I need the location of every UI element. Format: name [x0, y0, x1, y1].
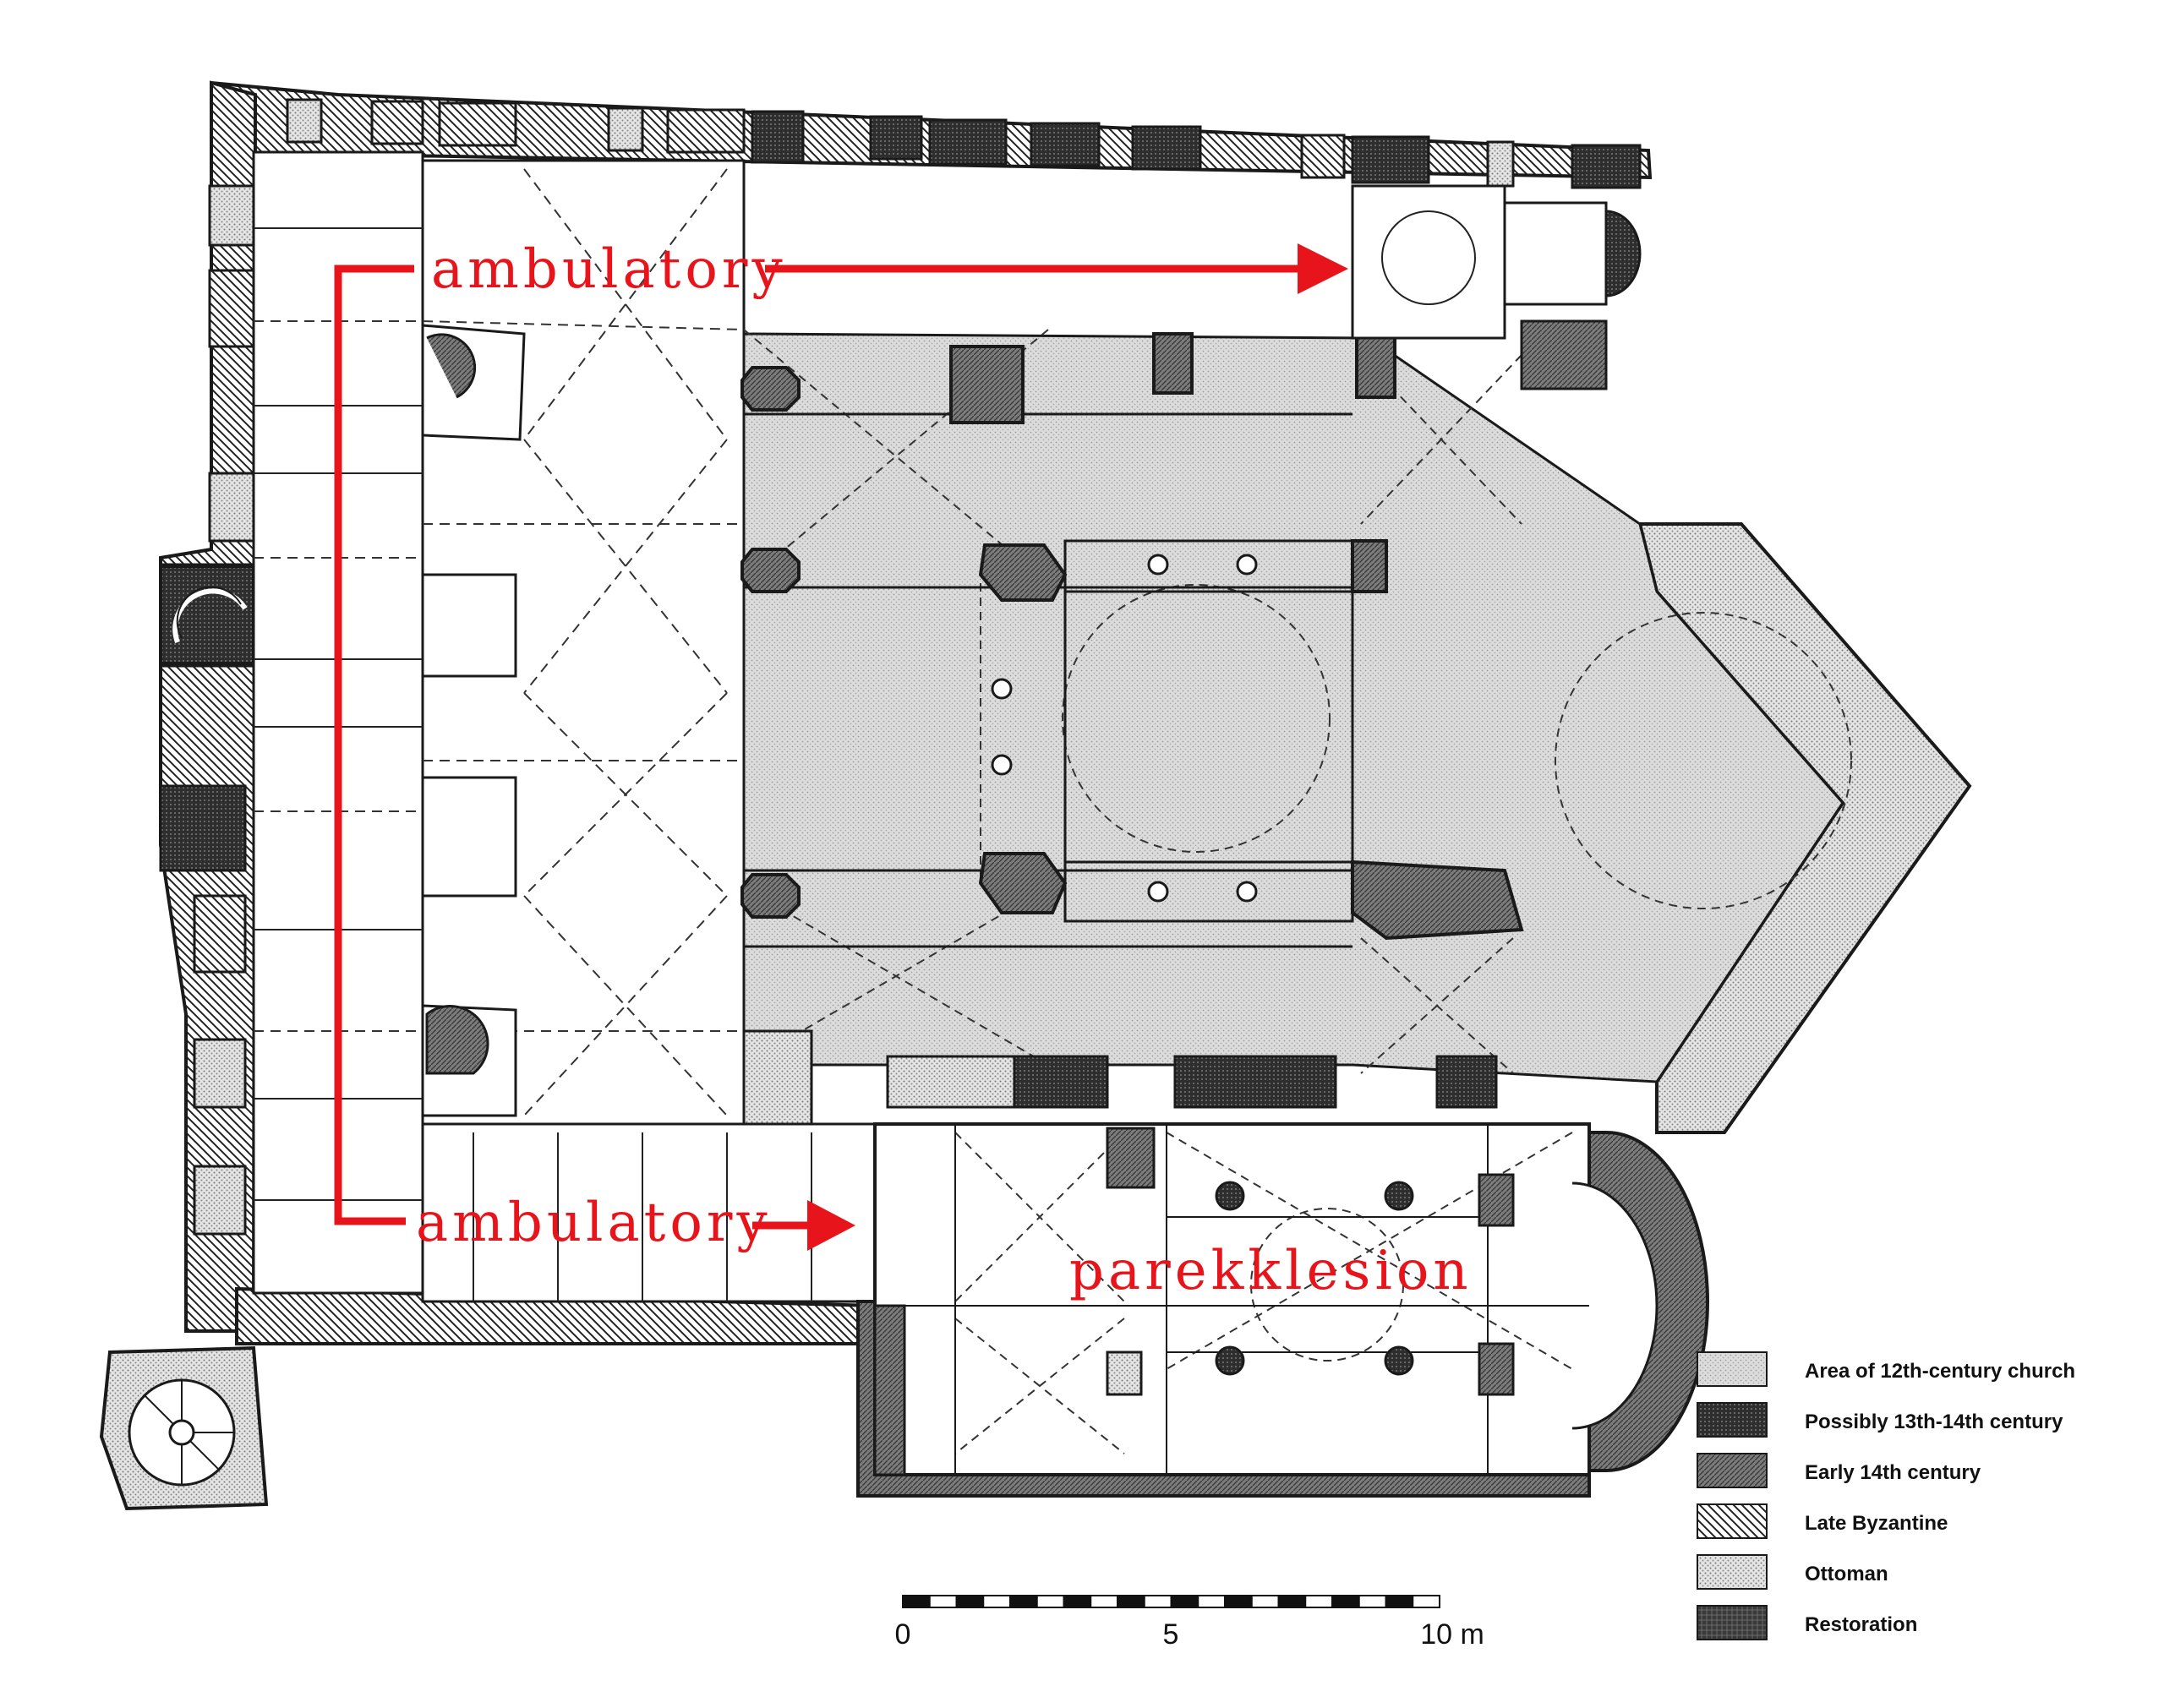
church-core [740, 184, 1852, 1126]
legend-label-ottoman: Ottoman [1805, 1563, 1888, 1585]
legend: Area of 12th-century church Possibly 13t… [1697, 1351, 2075, 1640]
scale-segment [1224, 1595, 1253, 1608]
legend-swatch-restoration [1697, 1605, 1768, 1640]
route-arrows [334, 243, 1348, 1251]
legend-label-late: Late Byzantine [1805, 1512, 1948, 1535]
scale-segment [1304, 1595, 1333, 1608]
legend-swatch-church [1697, 1351, 1768, 1387]
scale-segment [902, 1595, 931, 1608]
scale-segment [1277, 1595, 1307, 1608]
legend-label-church: Area of 12th-century church [1805, 1360, 2075, 1383]
scale-segment [1143, 1595, 1172, 1608]
scale-segment [1412, 1595, 1440, 1608]
scale-segment [1331, 1595, 1360, 1608]
scale-segment [1197, 1595, 1226, 1608]
label-ambulatory-north: ambulatory [431, 238, 787, 301]
label-ambulatory-south: ambulatory [416, 1192, 772, 1254]
legend-label-restoration: Restoration [1805, 1613, 1917, 1636]
legend-swatch-c14 [1697, 1453, 1768, 1488]
scale-segment [1063, 1595, 1092, 1608]
legend-swatch-ottoman [1697, 1554, 1768, 1590]
scale-segment [1009, 1595, 1038, 1608]
label-parekklesion: parekklesion [1069, 1240, 1473, 1302]
scale-tick-0: 0 [895, 1618, 911, 1651]
scale-segment [1250, 1595, 1280, 1608]
scale-segment [982, 1595, 1011, 1608]
southwest-stair-tower [99, 1345, 269, 1511]
scale-segment [928, 1595, 958, 1608]
north-wall-blocks [286, 98, 1642, 189]
scale-segment [1385, 1595, 1414, 1608]
scale-tick-10: 10 m [1420, 1618, 1484, 1651]
scale-segment [1090, 1595, 1118, 1608]
west-stair-tower [159, 565, 255, 665]
scale-segment [955, 1595, 985, 1608]
scale-tick-5: 5 [1163, 1618, 1179, 1651]
scale-segment [1117, 1595, 1145, 1608]
legend-label-c13: Possibly 13th-14th century [1805, 1411, 2063, 1433]
scale-bar [902, 1595, 1440, 1608]
scale-segment [1036, 1595, 1065, 1608]
legend-label-c14: Early 14th century [1805, 1461, 1981, 1484]
legend-swatch-late [1697, 1503, 1768, 1539]
parekklesion-chapel [856, 1122, 1709, 1498]
legend-swatch-c13 [1697, 1402, 1768, 1438]
scale-segment [1358, 1595, 1387, 1608]
scale-segment [1170, 1595, 1199, 1608]
